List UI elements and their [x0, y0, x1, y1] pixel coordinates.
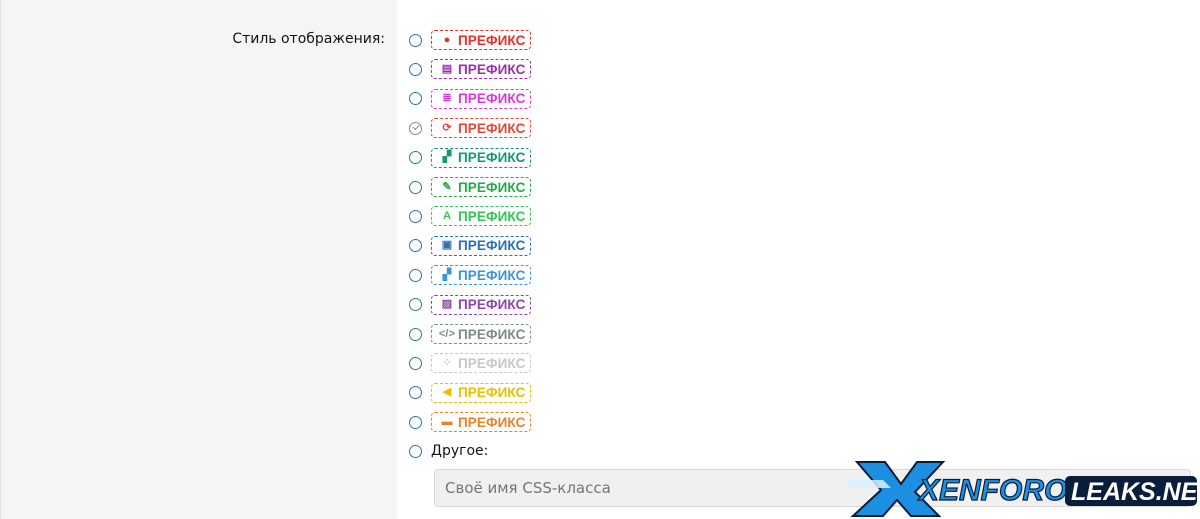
- code-icon: </>: [438, 327, 456, 340]
- watermark-prefix: XENFORO: [917, 474, 1067, 507]
- prefix-style-option[interactable]: ✎ ПРЕФИКС: [409, 176, 532, 198]
- prefix-preview[interactable]: ▣ ПРЕФИКС: [431, 235, 532, 256]
- prefix-text: ПРЕФИКС: [458, 120, 526, 136]
- prefix-preview[interactable]: </>ПРЕФИКС: [431, 324, 532, 344]
- prefix-style-option[interactable]: ◀ ПРЕФИКС: [409, 382, 532, 404]
- prefix-style-radio[interactable]: [409, 239, 422, 253]
- prefix-style-option[interactable]: ≣ ПРЕФИКС: [409, 88, 532, 110]
- display-style-label: Стиль отображения:: [232, 31, 385, 47]
- puzzle-icon: ▞: [442, 151, 452, 164]
- prefix-style-option[interactable]: ▞ ПРЕФИКС: [409, 264, 532, 286]
- prefix-style-option[interactable]: ▣ ПРЕФИКС: [409, 235, 532, 257]
- prefix-style-option[interactable]: ▞ ПРЕФИКС: [409, 147, 532, 169]
- prefix-preview[interactable]: ✎ ПРЕФИКС: [431, 177, 532, 197]
- image-icon: ▨: [441, 298, 453, 311]
- radio-other[interactable]: [409, 444, 422, 458]
- prefix-style-option[interactable]: </>ПРЕФИКС: [409, 323, 532, 345]
- prefix-text: ПРЕФИКС: [458, 414, 526, 430]
- prefix-style-radio[interactable]: [409, 92, 422, 106]
- watermark-suffix: LEAKS.NET: [1071, 478, 1200, 506]
- prefix-preview[interactable]: ◀ ПРЕФИКС: [431, 382, 532, 403]
- prefix-preview[interactable]: ▨ ПРЕФИКС: [431, 294, 532, 315]
- prefix-style-radio[interactable]: [409, 298, 422, 312]
- prefix-preview[interactable]: ≣ ПРЕФИКС: [431, 88, 532, 109]
- credit-card-icon: ▬: [441, 415, 453, 428]
- xenforoleaks-watermark: XENFORO LEAKS.NET: [847, 461, 1200, 517]
- prefix-style-radio[interactable]: [409, 209, 422, 223]
- prefix-text: ПРЕФИКС: [458, 238, 526, 254]
- css-class-input[interactable]: [434, 469, 1191, 507]
- prefix-preview[interactable]: ⟳ ПРЕФИКС: [431, 118, 532, 139]
- watermark-suffix-box: [1065, 476, 1197, 506]
- language-icon: ▣: [441, 239, 453, 252]
- prefix-style-radio[interactable]: [409, 327, 422, 341]
- prefix-preview[interactable]: ● ПРЕФИКС: [431, 30, 532, 50]
- prefix-text: ПРЕФИКС: [458, 150, 526, 166]
- prefix-style-radio[interactable]: [409, 415, 422, 429]
- megaphone-icon: ◀: [442, 386, 452, 399]
- prefix-style-radio[interactable]: [409, 33, 422, 47]
- prefix-style-radio[interactable]: [409, 268, 422, 282]
- option-other[interactable]: Другое:: [409, 440, 488, 462]
- sitemap-icon: ⁘: [442, 356, 452, 369]
- refresh-icon: ⟳: [442, 121, 452, 134]
- apple-icon: ●: [443, 33, 451, 46]
- prefix-text: ПРЕФИКС: [458, 208, 526, 224]
- prefix-style-radio[interactable]: [409, 151, 422, 165]
- prefix-text: ПРЕФИКС: [458, 267, 526, 283]
- other-label: Другое:: [431, 443, 489, 459]
- prefix-text: ПРЕФИКС: [458, 355, 526, 371]
- prefix-style-option[interactable]: ⁘ ПРЕФИКС: [409, 352, 532, 374]
- prefix-preview[interactable]: ▤ ПРЕФИКС: [431, 59, 532, 80]
- translate-icon: A: [442, 209, 452, 222]
- prefix-preview[interactable]: ⁘ ПРЕФИКС: [431, 353, 532, 374]
- prefix-style-radio[interactable]: [409, 180, 422, 194]
- prefix-style-option[interactable]: ● ПРЕФИКС: [409, 29, 532, 51]
- prefix-style-option[interactable]: ▤ ПРЕФИКС: [409, 58, 532, 80]
- prefix-style-radio[interactable]: [409, 386, 422, 400]
- label-column: Стиль отображения:: [0, 0, 397, 519]
- id-card-icon: ▤: [441, 62, 453, 75]
- prefix-preview[interactable]: A ПРЕФИКС: [431, 206, 532, 227]
- prefix-preview[interactable]: ▬ ПРЕФИКС: [431, 412, 532, 433]
- prefix-text: ПРЕФИКС: [458, 179, 526, 195]
- prefix-text: ПРЕФИКС: [458, 385, 526, 401]
- prefix-preview[interactable]: ▞ ПРЕФИКС: [431, 147, 532, 168]
- prefix-style-radio[interactable]: [409, 356, 422, 370]
- prefix-style-option[interactable]: ▬ ПРЕФИКС: [409, 411, 532, 433]
- prefix-text: ПРЕФИКС: [458, 326, 526, 342]
- watermark-x-logo: [847, 461, 946, 517]
- prefix-style-option[interactable]: ▨ ПРЕФИКС: [409, 294, 532, 316]
- prefix-style-option[interactable]: A ПРЕФИКС: [409, 205, 532, 227]
- prefix-style-radio[interactable]: [409, 121, 422, 135]
- prefix-text: ПРЕФИКС: [458, 297, 526, 313]
- brush-icon: ✎: [442, 180, 452, 193]
- prefix-style-radio[interactable]: [409, 62, 422, 76]
- field-column: ● ПРЕФИКС ▤ ПРЕФИКС ≣ ПРЕФИКС ⟳ ПРЕФИКС ▞ ПРЕФИКС…: [397, 0, 1200, 519]
- prefix-text: ПРЕФИКС: [458, 91, 526, 107]
- puzzle-icon: ▞: [442, 268, 452, 281]
- database-icon: ≣: [442, 92, 452, 105]
- prefix-preview[interactable]: ▞ ПРЕФИКС: [431, 265, 532, 286]
- prefix-text: ПРЕФИКС: [458, 32, 526, 48]
- prefix-text: ПРЕФИКС: [458, 61, 526, 77]
- prefix-style-option[interactable]: ⟳ ПРЕФИКС: [409, 117, 532, 139]
